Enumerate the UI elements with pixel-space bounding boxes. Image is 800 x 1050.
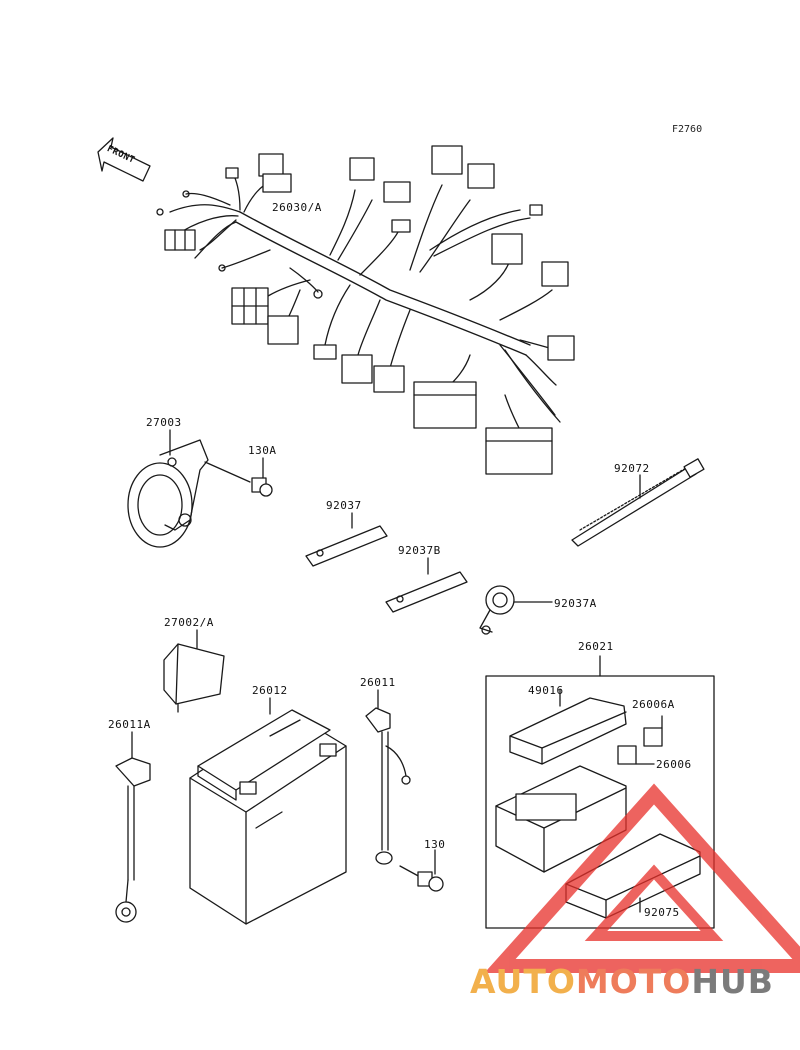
label-fuse: 26006 xyxy=(656,758,692,771)
label-fuse-a: 26006A xyxy=(632,698,675,711)
label-bolt-130: 130 xyxy=(424,838,446,851)
label-fusebox: 26021 xyxy=(578,640,614,653)
watermark-logo xyxy=(484,783,800,973)
label-band-92072: 92072 xyxy=(614,462,650,475)
logo-part-auto: AUTO xyxy=(470,962,576,1001)
label-battery: 26012 xyxy=(252,684,288,697)
label-strip-92037: 92037 xyxy=(326,499,362,512)
bolt-130a xyxy=(204,461,273,497)
label-relay: 27002/A xyxy=(164,616,214,629)
front-arrow-icon xyxy=(97,137,151,182)
relay-27002a xyxy=(163,643,225,713)
label-lead-26011: 26011 xyxy=(360,676,396,689)
strip-92037 xyxy=(305,525,388,567)
clamp-92037a xyxy=(479,585,515,635)
strip-92037b xyxy=(385,571,468,613)
bolt-130 xyxy=(399,865,444,892)
watermark-wordmark: AUTOMOTOHUB xyxy=(470,962,774,1001)
label-case-92075: 92075 xyxy=(644,906,680,919)
logo-part-hub: HUB xyxy=(691,962,774,1001)
label-horn-bolt: 130A xyxy=(248,444,277,457)
label-harness: 26030/A xyxy=(272,201,322,214)
label-lead-26011a: 26011A xyxy=(108,718,151,731)
band-92072 xyxy=(571,458,705,547)
logo-part-moto: MOTO xyxy=(575,962,692,1001)
wiring-harness xyxy=(156,145,575,475)
label-clamp-92037a: 92037A xyxy=(554,597,597,610)
lead-26011 xyxy=(365,707,411,865)
label-horn: 27003 xyxy=(146,416,182,429)
horn xyxy=(127,439,209,548)
fusebox-assembly xyxy=(485,655,715,929)
battery-26012 xyxy=(189,709,347,925)
lead-26011a xyxy=(115,757,151,923)
label-strip-92037b: 92037B xyxy=(398,544,441,557)
figure-code: F2760 xyxy=(672,124,703,135)
label-cover: 49016 xyxy=(528,684,564,697)
